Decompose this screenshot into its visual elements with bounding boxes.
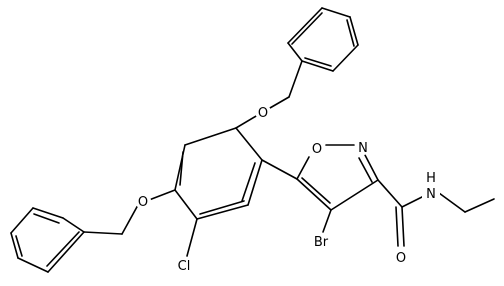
ring-nitrogen-label: N xyxy=(358,141,368,156)
bond-lines xyxy=(10,7,495,273)
chlorine-label: Cl xyxy=(178,259,191,274)
ether-oxygen-left-label: O xyxy=(138,195,148,210)
ring-oxygen-atom: O xyxy=(309,140,325,157)
ether-oxygen-top-atom: O xyxy=(255,104,271,121)
amide-nitrogen-label: N xyxy=(426,187,436,202)
bromine-atom: Br xyxy=(310,233,332,250)
ring-oxygen-label: O xyxy=(312,142,322,157)
amide-nitrogen-atom: H N xyxy=(422,171,440,206)
amide-hydrogen-label: H xyxy=(426,171,436,186)
carbonyl-oxygen-atom: O xyxy=(393,249,409,266)
atom-labels: O O O N H N O Cl Br xyxy=(135,104,440,274)
ring-nitrogen-atom: N xyxy=(355,139,371,156)
chlorine-atom: Cl xyxy=(174,257,194,274)
bromine-label: Br xyxy=(314,235,329,250)
carbonyl-oxygen-label: O xyxy=(396,251,406,266)
ether-oxygen-top-label: O xyxy=(258,106,268,121)
ether-oxygen-left-atom: O xyxy=(135,193,151,210)
